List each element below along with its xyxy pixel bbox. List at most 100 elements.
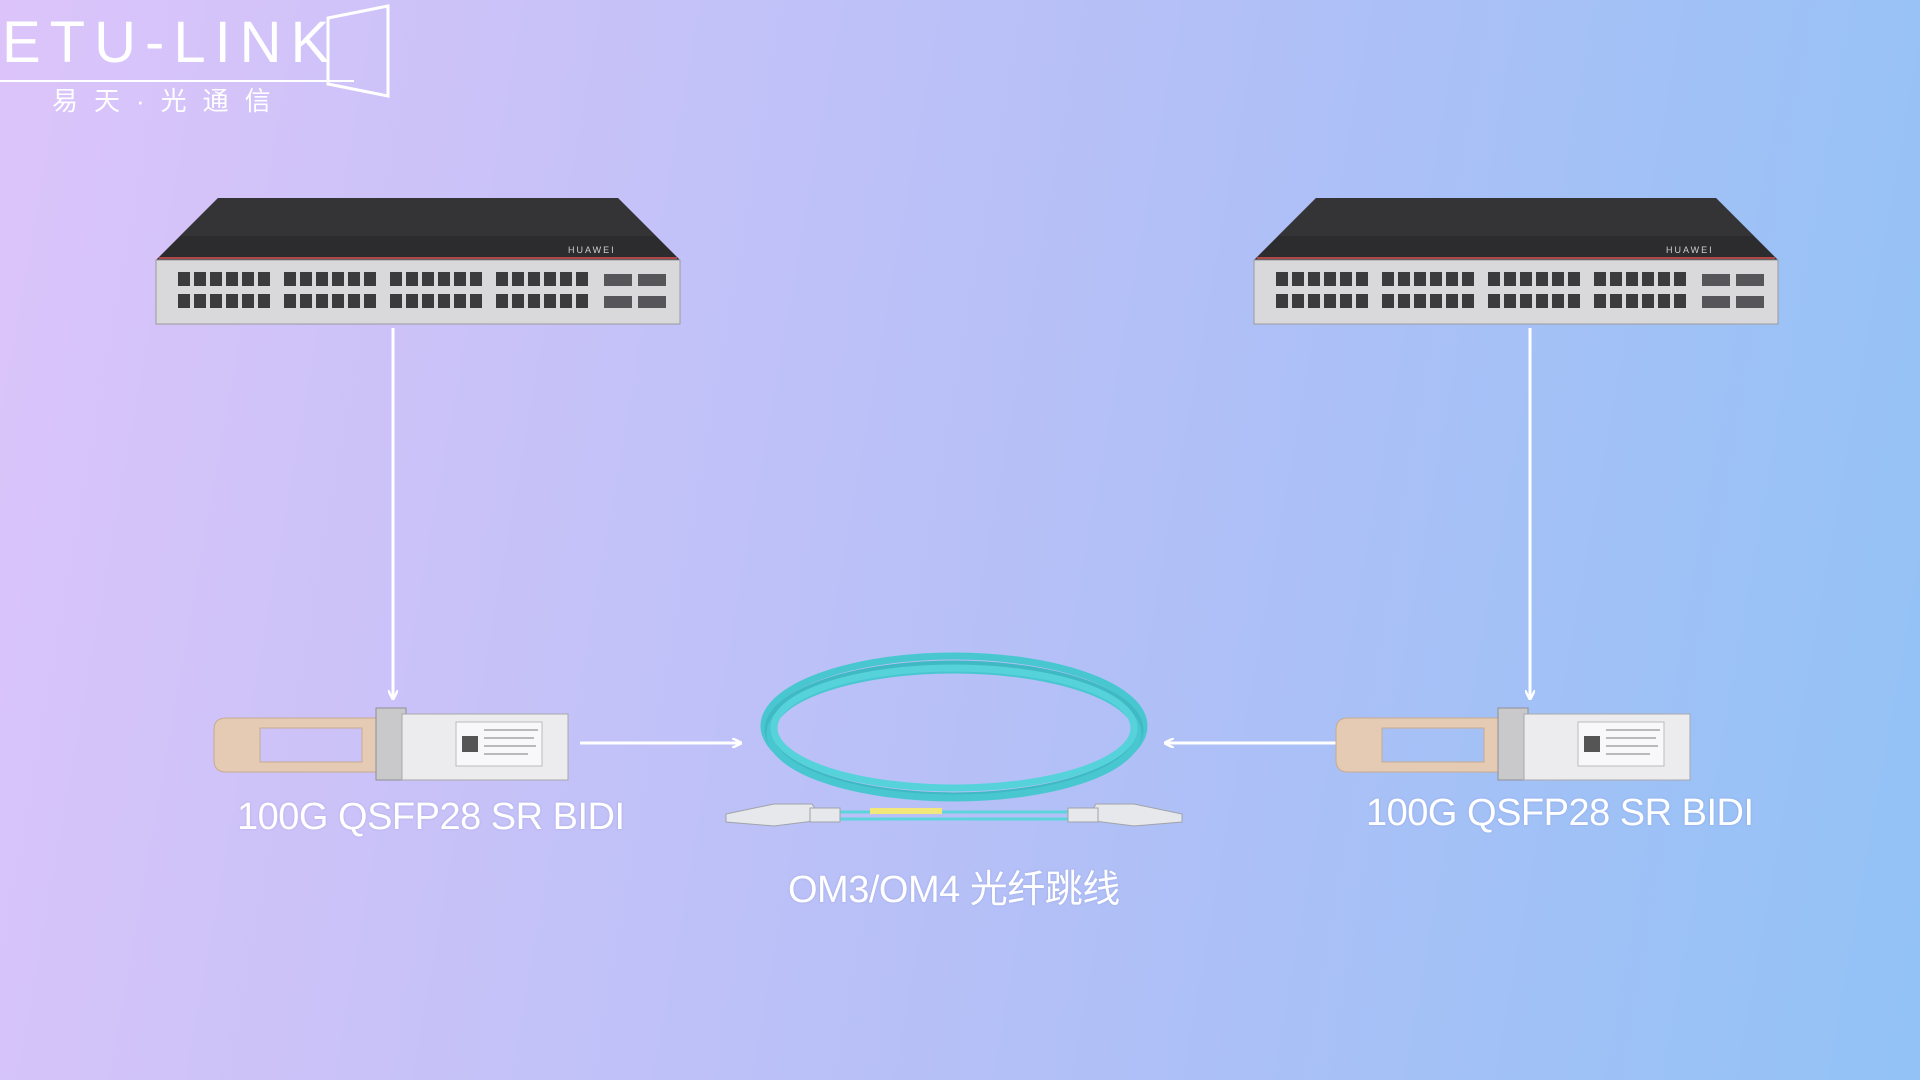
ethernet-port	[364, 272, 376, 286]
ethernet-port	[300, 272, 312, 286]
ethernet-port	[1462, 294, 1474, 308]
ethernet-port	[1610, 272, 1622, 286]
ethernet-port	[406, 294, 418, 308]
ethernet-port	[1674, 272, 1686, 286]
sfp-port	[638, 296, 666, 308]
ethernet-port	[194, 294, 206, 308]
ethernet-port	[496, 272, 508, 286]
ethernet-port	[1414, 294, 1426, 308]
ethernet-port	[560, 294, 572, 308]
ethernet-port	[1568, 272, 1580, 286]
ethernet-port	[406, 272, 418, 286]
ethernet-port	[332, 294, 344, 308]
ethernet-port	[1568, 294, 1580, 308]
ethernet-port	[1292, 272, 1304, 286]
sfp-port	[1736, 296, 1764, 308]
ethernet-port	[390, 294, 402, 308]
ethernet-port	[1430, 272, 1442, 286]
ethernet-port	[1626, 294, 1638, 308]
switch-brand-left: HUAWEI	[568, 245, 616, 255]
ethernet-port	[1642, 294, 1654, 308]
ethernet-port	[1308, 272, 1320, 286]
ethernet-port	[454, 272, 466, 286]
qsfp28-module-left	[213, 707, 569, 781]
ethernet-port	[438, 294, 450, 308]
ethernet-port	[1308, 294, 1320, 308]
ethernet-port	[258, 272, 270, 286]
ethernet-port	[544, 294, 556, 308]
ethernet-port	[1398, 272, 1410, 286]
network-switch-right: HUAWEI	[1253, 198, 1779, 325]
ethernet-port	[1462, 272, 1474, 286]
ethernet-port	[1446, 294, 1458, 308]
ethernet-port	[560, 272, 572, 286]
sfp-port	[604, 274, 632, 286]
ethernet-port	[242, 294, 254, 308]
ethernet-port	[1430, 294, 1442, 308]
ethernet-port	[528, 272, 540, 286]
ethernet-port	[1446, 272, 1458, 286]
ethernet-port	[1382, 294, 1394, 308]
ethernet-port	[300, 294, 312, 308]
switch-brand-right: HUAWEI	[1666, 245, 1714, 255]
etu-link-logo: ETU-LINK 易天·光通信	[0, 0, 390, 124]
ethernet-port	[284, 294, 296, 308]
ethernet-port	[422, 294, 434, 308]
ethernet-port	[226, 294, 238, 308]
ethernet-port	[496, 294, 508, 308]
ethernet-port	[1626, 272, 1638, 286]
ethernet-port	[284, 272, 296, 286]
ethernet-port	[1414, 272, 1426, 286]
ethernet-port	[1504, 294, 1516, 308]
ethernet-port	[1276, 272, 1288, 286]
ethernet-port	[454, 294, 466, 308]
network-switch-left: HUAWEI	[155, 198, 681, 325]
ethernet-port	[1488, 294, 1500, 308]
switch-ports-left	[178, 272, 666, 308]
ethernet-port	[512, 294, 524, 308]
ethernet-port	[1594, 272, 1606, 286]
module-label-left: 100G QSFP28 SR BIDI	[237, 796, 625, 838]
sfp-port	[1702, 296, 1730, 308]
ethernet-port	[1324, 272, 1336, 286]
ethernet-port	[1504, 272, 1516, 286]
logo-brand-text: ETU-LINK	[2, 10, 339, 75]
ethernet-port	[258, 294, 270, 308]
ethernet-port	[470, 294, 482, 308]
ethernet-port	[316, 272, 328, 286]
qsfp28-module-right	[1335, 707, 1691, 781]
module-label-right: 100G QSFP28 SR BIDI	[1366, 792, 1754, 834]
ethernet-port	[1658, 294, 1670, 308]
ethernet-port	[364, 294, 376, 308]
logo-divider	[0, 80, 354, 82]
ethernet-port	[1674, 294, 1686, 308]
logo-k-mark-icon	[326, 4, 390, 98]
ethernet-port	[1324, 294, 1336, 308]
cable-label: OM3/OM4 光纤跳线	[788, 869, 1120, 911]
ethernet-port	[1292, 294, 1304, 308]
ethernet-port	[1398, 294, 1410, 308]
ethernet-port	[544, 272, 556, 286]
ethernet-port	[1642, 272, 1654, 286]
ethernet-port	[348, 272, 360, 286]
ethernet-port	[1536, 294, 1548, 308]
ethernet-port	[1594, 294, 1606, 308]
ethernet-port	[438, 272, 450, 286]
ethernet-port	[316, 294, 328, 308]
sfp-port	[1736, 274, 1764, 286]
ethernet-port	[422, 272, 434, 286]
switch-ports-right	[1276, 272, 1764, 308]
ethernet-port	[1520, 272, 1532, 286]
ethernet-port	[1536, 272, 1548, 286]
ethernet-port	[1356, 294, 1368, 308]
ethernet-port	[528, 294, 540, 308]
ethernet-port	[1382, 272, 1394, 286]
ethernet-port	[178, 272, 190, 286]
ethernet-port	[470, 272, 482, 286]
ethernet-port	[178, 294, 190, 308]
ethernet-port	[576, 272, 588, 286]
ethernet-port	[1552, 294, 1564, 308]
sfp-port	[1702, 274, 1730, 286]
ethernet-port	[576, 294, 588, 308]
ethernet-port	[348, 294, 360, 308]
